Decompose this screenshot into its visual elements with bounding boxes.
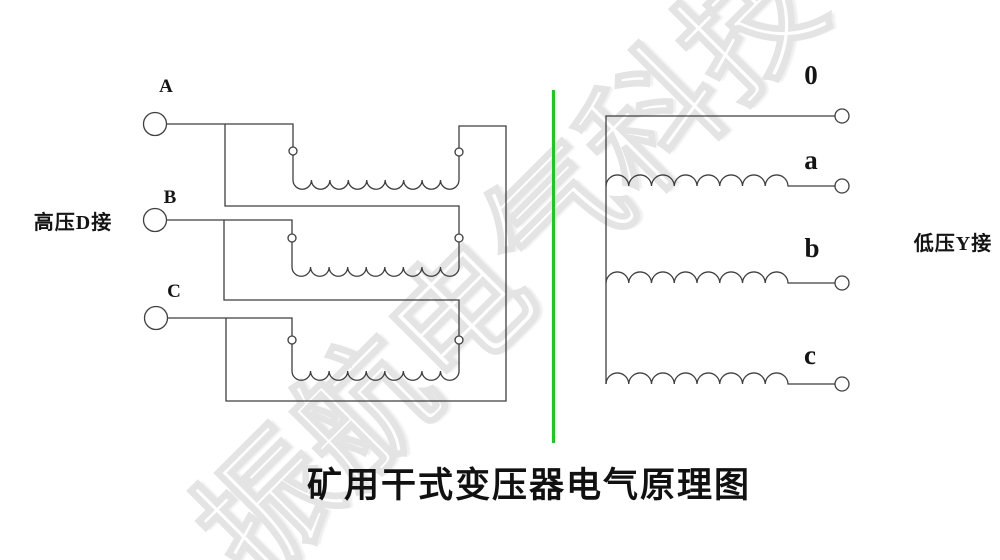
- lv-terminal-0-circle: [834, 108, 850, 124]
- hv-coil-3: [291, 370, 460, 381]
- hv-terminal-A-label: A: [159, 76, 173, 97]
- hv-tap-coil3-left: [287, 335, 297, 345]
- hv-tap-coil2-right: [454, 233, 464, 243]
- hv-loop-coil1-to-C: [225, 125, 507, 402]
- hv-tap-coil3-right: [454, 335, 464, 345]
- lv-terminal-b-circle: [834, 275, 850, 291]
- hv-terminal-B-circle: [142, 207, 168, 233]
- circuit-lines: [142, 108, 850, 402]
- lv-terminal-c-label: c: [804, 340, 816, 370]
- hv-branch-B-to-coil3: [223, 220, 460, 371]
- hv-lead-C: [168, 317, 293, 371]
- hv-terminal-B-label: B: [163, 187, 177, 208]
- lv-coil-c: [605, 372, 835, 385]
- hv-terminal-A-circle: [142, 111, 168, 137]
- lv-coil-b: [605, 271, 835, 284]
- lv-terminal-0-label: 0: [804, 60, 818, 90]
- hv-terminal-C-circle: [143, 305, 169, 331]
- diagram-title: 矿用干式变压器电气原理图: [307, 466, 752, 505]
- lv-terminal-a-circle: [834, 178, 850, 194]
- hv-terminal-C-label: C: [167, 281, 181, 302]
- lv-terminal-b-label: b: [804, 233, 820, 263]
- hv-tap-coil1-left: [288, 146, 298, 156]
- hv-connection-label: 高压D接: [33, 212, 113, 234]
- lv-neutral-bus: [605, 115, 835, 384]
- lv-connection-label: 低压Y接: [913, 233, 993, 255]
- lv-coil-a: [605, 174, 835, 187]
- hv-lead-A: [167, 123, 294, 180]
- hv-tap-coil2-left: [287, 233, 297, 243]
- lv-terminal-c-circle: [834, 376, 850, 392]
- hv-coil-1: [292, 179, 460, 190]
- hv-tap-coil1-right: [454, 147, 464, 157]
- lv-terminal-a-label: a: [804, 145, 818, 175]
- hv-lead-B: [167, 219, 293, 267]
- hv-coil-2: [291, 266, 460, 277]
- hv-branch-A-to-coil2: [224, 124, 460, 267]
